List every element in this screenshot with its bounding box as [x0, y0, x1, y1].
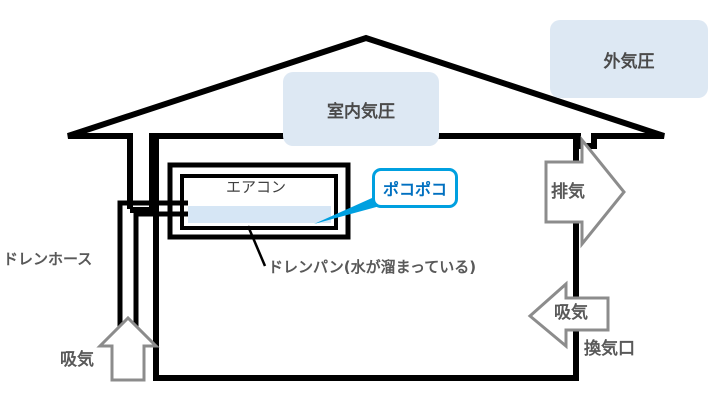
- drain-hose-label: ドレンホース: [3, 250, 93, 268]
- vent-port-label: 換気口: [584, 339, 635, 359]
- drain-pan: [188, 206, 331, 223]
- indoor-pressure-box: 室内気圧: [283, 72, 439, 146]
- intake-vent-arrow: [527, 280, 610, 350]
- pokopoko-pointer: [314, 198, 380, 224]
- outside-pressure-box: 外気圧: [550, 20, 708, 98]
- drain-hose-inner: [133, 211, 188, 340]
- intake-hose-label: 吸気: [60, 350, 94, 370]
- outside-pressure-label: 外気圧: [603, 51, 655, 72]
- drain-pan-pointer: [246, 225, 267, 267]
- drain-pan-label: ドレンパン(水が溜まっている): [268, 258, 477, 276]
- intake-vent-label: 吸気: [554, 303, 588, 323]
- indoor-pressure-label: 室内気圧: [327, 101, 395, 122]
- pokopoko-label: ポコポコ: [382, 180, 447, 199]
- exhaust-label: 排気: [551, 182, 585, 202]
- intake-hose-arrow: [96, 315, 160, 382]
- exhaust-arrow: [544, 135, 626, 249]
- aircon-label: エアコン: [226, 178, 287, 196]
- drain-hose-outer: [117, 200, 188, 340]
- pokopoko-callout: ポコポコ: [372, 168, 458, 208]
